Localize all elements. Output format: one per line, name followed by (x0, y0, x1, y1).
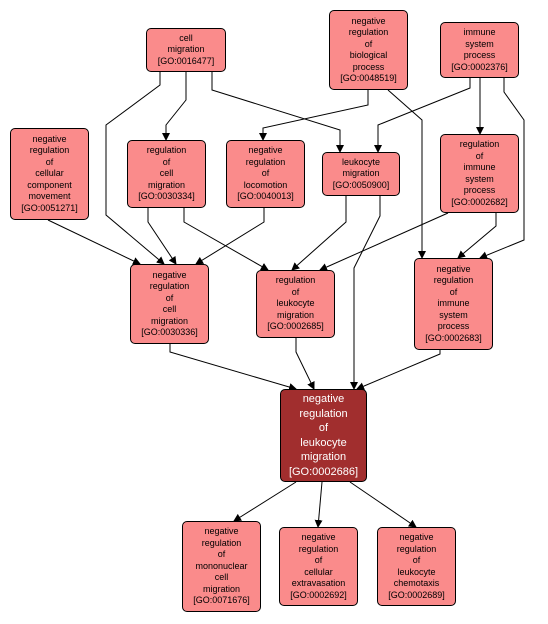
node-regulation-of-immune-system-process[interactable]: regulation of immune system process [GO:… (440, 134, 519, 213)
node-leukocyte-migration[interactable]: leukocyte migration [GO:0050900] (322, 152, 400, 196)
node-label: negative regulation of cellular componen… (21, 133, 78, 213)
node-negative-regulation-of-cellular-extravasation[interactable]: negative regulation of cellular extravas… (279, 527, 358, 606)
edge-immune-system-process-to-neg-reg-immune-system-process (479, 78, 525, 260)
node-negative-regulation-of-locomotion[interactable]: negative regulation of locomotion [GO:00… (226, 140, 305, 208)
edge-leukocyte-migration-to-neg-reg-leukocyte-migration (350, 196, 381, 390)
edge-reg-leukocyte-migration-to-neg-reg-leukocyte-migration (295, 338, 315, 390)
node-cell-migration[interactable]: cell migration [GO:0016477] (146, 28, 226, 72)
node-label: leukocyte migration [GO:0050900] (332, 156, 390, 190)
node-regulation-of-cell-migration[interactable]: regulation of cell migration [GO:0030334… (127, 140, 206, 208)
node-label: negative regulation of immune system pro… (425, 263, 482, 343)
edge-leukocyte-migration-to-reg-leukocyte-migration (291, 196, 347, 271)
node-label: negative regulation of locomotion [GO:00… (237, 145, 294, 202)
node-label: regulation of cell migration [GO:0030334… (138, 145, 195, 202)
edge-neg-reg-immune-system-process-to-neg-reg-leukocyte-migration (356, 350, 441, 390)
edge-cell-migration-to-neg-reg-cell-migration (105, 72, 165, 265)
node-negative-regulation-of-biological-process[interactable]: negative regulation of biological proces… (329, 10, 408, 90)
edge-neg-reg-cellular-component-movement-to-neg-reg-cell-migration (47, 219, 141, 265)
edge-neg-reg-leukocyte-migration-to-neg-reg-cellular-extravasation (314, 481, 323, 528)
node-negative-regulation-of-immune-system-process[interactable]: negative regulation of immune system pro… (414, 258, 493, 350)
node-label: negative regulation of leukocyte migrati… (288, 393, 359, 478)
node-negative-regulation-of-cellular-component-movement[interactable]: negative regulation of cellular componen… (10, 128, 89, 220)
edge-reg-cell-migration-to-neg-reg-cell-migration (147, 208, 177, 265)
edge-neg-reg-locomotion-to-neg-reg-cell-migration (195, 208, 265, 265)
node-label: negative regulation of mononuclear cell … (193, 526, 250, 606)
node-label: regulation of leukocyte migration [GO:00… (267, 275, 324, 332)
node-negative-regulation-of-mononuclear-cell-migration[interactable]: negative regulation of mononuclear cell … (182, 521, 261, 612)
node-regulation-of-leukocyte-migration[interactable]: regulation of leukocyte migration [GO:00… (256, 270, 335, 338)
node-negative-regulation-of-cell-migration[interactable]: negative regulation of cell migration [G… (130, 264, 209, 344)
edge-neg-reg-leukocyte-migration-to-neg-reg-mononuclear-cell-migration (233, 481, 297, 522)
edge-reg-immune-system-process-to-neg-reg-immune-system-process (457, 213, 497, 259)
node-negative-regulation-of-leukocyte-migration[interactable]: negative regulation of leukocyte migrati… (280, 389, 367, 482)
node-label: cell migration [GO:0016477] (157, 32, 215, 66)
edge-cell-migration-to-leukocyte-migration (211, 72, 344, 153)
node-label: immune system process [GO:0002376] (451, 27, 508, 72)
edge-neg-reg-cell-migration-to-neg-reg-leukocyte-migration (169, 344, 297, 391)
edge-reg-immune-system-process-to-reg-leukocyte-migration (319, 212, 449, 271)
node-immune-system-process[interactable]: immune system process [GO:0002376] (440, 22, 519, 78)
edge-reg-cell-migration-to-reg-leukocyte-migration (183, 208, 269, 271)
edge-neg-reg-biological-process-to-neg-reg-locomotion (259, 90, 369, 141)
edge-neg-reg-biological-process-to-neg-reg-immune-system-process (387, 89, 426, 259)
node-label: negative regulation of cell migration [G… (141, 269, 198, 338)
node-label: regulation of immune system process [GO:… (451, 139, 508, 207)
edge-immune-system-process-to-leukocyte-migration (374, 78, 471, 153)
node-label: negative regulation of biological proces… (340, 15, 397, 84)
node-label: negative regulation of cellular extravas… (290, 532, 347, 600)
edge-cell-migration-to-reg-cell-migration (162, 72, 187, 141)
node-label: negative regulation of leukocyte chemota… (388, 532, 445, 600)
edge-neg-reg-leukocyte-migration-to-neg-reg-leukocyte-chemotaxis (349, 481, 417, 528)
node-negative-regulation-of-leukocyte-chemotaxis[interactable]: negative regulation of leukocyte chemota… (377, 527, 456, 606)
